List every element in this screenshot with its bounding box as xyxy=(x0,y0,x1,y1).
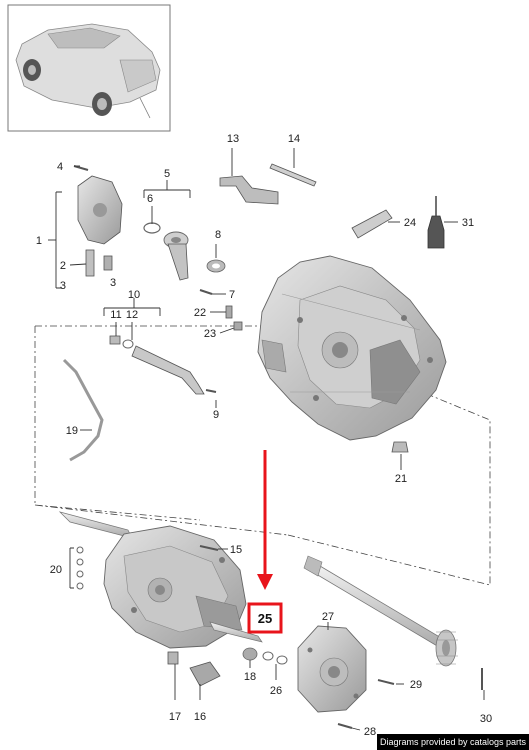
highlight-arrow xyxy=(257,450,273,590)
callout-27: 27 xyxy=(322,611,334,623)
callout-12: 12 xyxy=(126,309,138,321)
callout-2: 2 xyxy=(60,260,66,272)
callout-20: 20 xyxy=(50,564,62,576)
leader-lines xyxy=(48,148,485,731)
callout-16: 16 xyxy=(194,711,206,723)
callout-14: 14 xyxy=(288,133,300,145)
callout-9: 9 xyxy=(213,409,219,421)
callout-15: 15 xyxy=(230,544,242,556)
housing-cover xyxy=(297,625,367,713)
small-parts xyxy=(62,163,483,729)
callout-13: 13 xyxy=(227,133,239,145)
output-shaft xyxy=(303,555,458,667)
callout-24: 24 xyxy=(404,217,416,229)
callout-29: 29 xyxy=(410,679,422,691)
callout-22: 22 xyxy=(194,307,206,319)
callout-1: 1 xyxy=(36,235,42,247)
transmission-housing xyxy=(257,255,447,441)
callout-25-highlight[interactable]: 25 xyxy=(247,602,283,634)
callout-31: 31 xyxy=(462,217,474,229)
callout-7: 7 xyxy=(229,289,235,301)
callout-8: 8 xyxy=(215,229,221,241)
callout-19: 19 xyxy=(66,425,78,437)
vehicle-thumbnail xyxy=(7,4,171,132)
credit-footer: Diagrams provided by catalogs parts xyxy=(377,734,529,750)
callout-25: 25 xyxy=(258,611,272,626)
callout-26: 26 xyxy=(270,685,282,697)
callout-3b: 3 xyxy=(110,277,116,289)
gearbox-housing xyxy=(58,511,263,649)
callout-30: 30 xyxy=(480,713,492,725)
callout-21: 21 xyxy=(395,473,407,485)
callout-labels: 1 2 3 3 4 5 6 7 8 9 10 11 12 13 14 15 16… xyxy=(36,133,492,738)
callout-17: 17 xyxy=(169,711,181,723)
callout-5: 5 xyxy=(164,168,170,180)
callout-6: 6 xyxy=(147,193,153,205)
callout-11: 11 xyxy=(110,309,121,321)
callout-18: 18 xyxy=(244,671,256,683)
callout-3: 3 xyxy=(60,280,66,292)
callout-10: 10 xyxy=(128,289,140,301)
callout-23: 23 xyxy=(204,328,216,340)
callout-4: 4 xyxy=(57,161,63,173)
callout-28: 28 xyxy=(364,726,376,738)
